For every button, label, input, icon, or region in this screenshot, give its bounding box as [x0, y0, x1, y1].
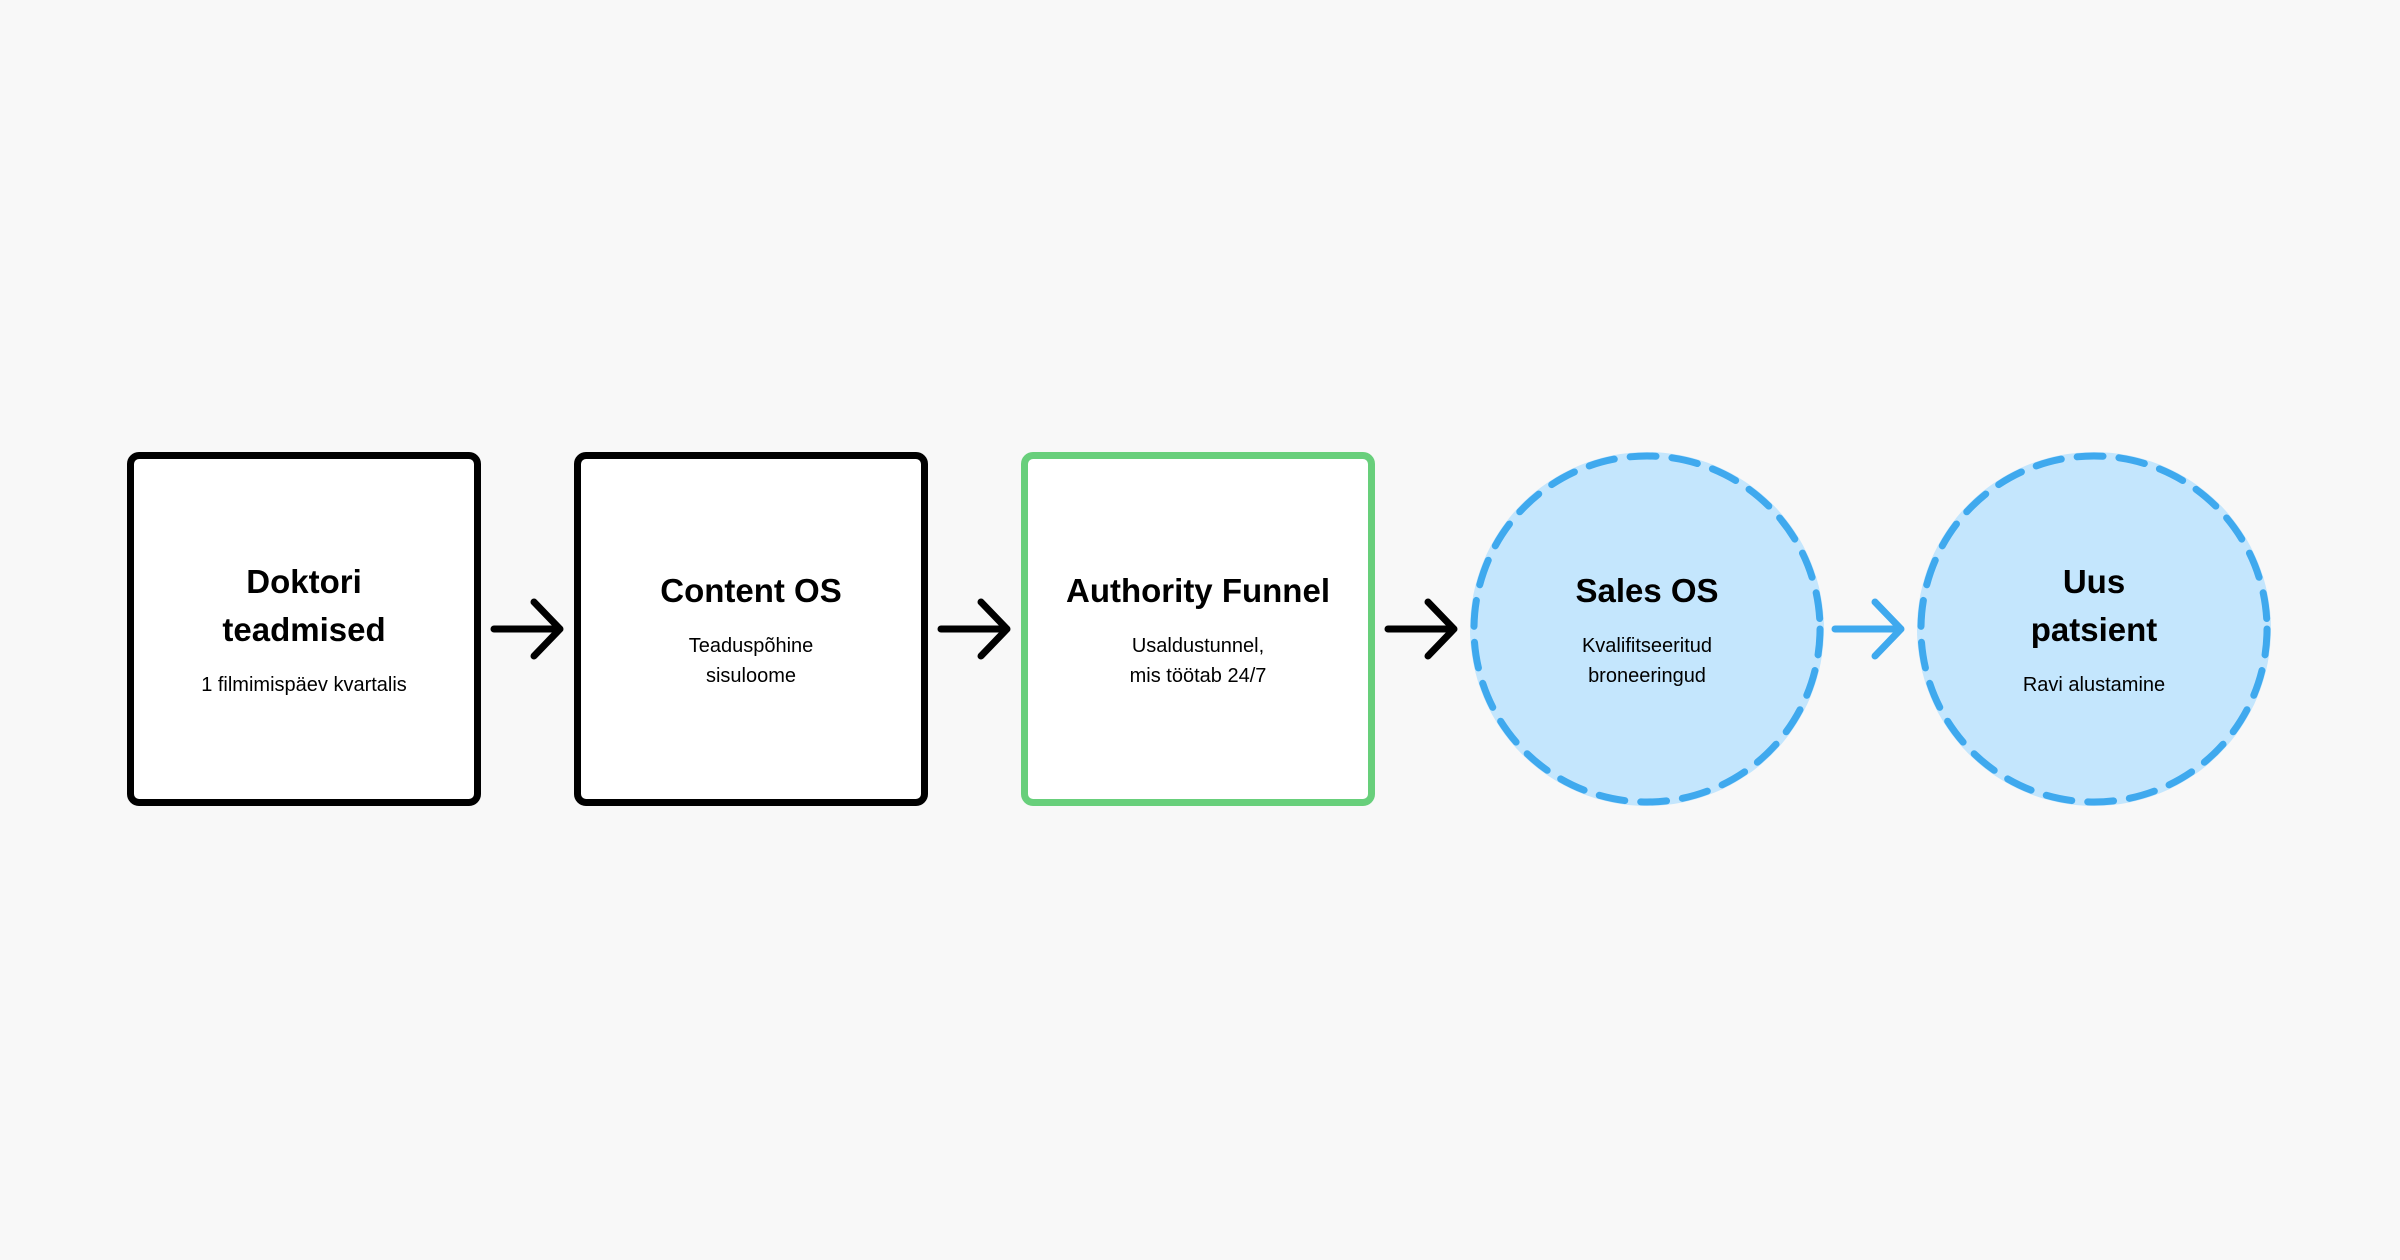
node-sales-os: Sales OS Kvalifitseeritud broneeringud — [1470, 452, 1824, 806]
arrow-right-icon — [490, 598, 564, 660]
node-title: Sales OS — [1575, 572, 1719, 609]
arrow-right-icon — [1831, 598, 1905, 660]
dashed-ring — [1470, 452, 1824, 806]
node-title: Doktori teadmised — [222, 563, 386, 648]
node-title: Uus patsient — [2030, 563, 2158, 648]
arrow-right-icon — [1384, 598, 1458, 660]
node-title: Authority Funnel — [1066, 572, 1330, 609]
node-doktori-teadmised: Doktori teadmised 1 filmimispäev kvartal… — [127, 452, 481, 806]
node-uus-patsient: Uus patsient Ravi alustamine — [1917, 452, 2271, 806]
node-subtitle: Kvalifitseeritud broneeringud — [1581, 635, 1713, 687]
node-content-os: Content OS Teaduspõhine sisuloome — [574, 452, 928, 806]
node-subtitle: Teaduspõhine sisuloome — [688, 635, 814, 687]
node-subtitle: 1 filmimispäev kvartalis — [201, 674, 407, 696]
arrow-right-icon — [937, 598, 1011, 660]
node-authority-funnel: Authority Funnel Usaldustunnel, mis tööt… — [1021, 452, 1375, 806]
node-subtitle: Ravi alustamine — [2022, 674, 2166, 696]
node-title: Content OS — [660, 572, 842, 609]
node-subtitle: Usaldustunnel, mis töötab 24/7 — [1129, 635, 1267, 687]
